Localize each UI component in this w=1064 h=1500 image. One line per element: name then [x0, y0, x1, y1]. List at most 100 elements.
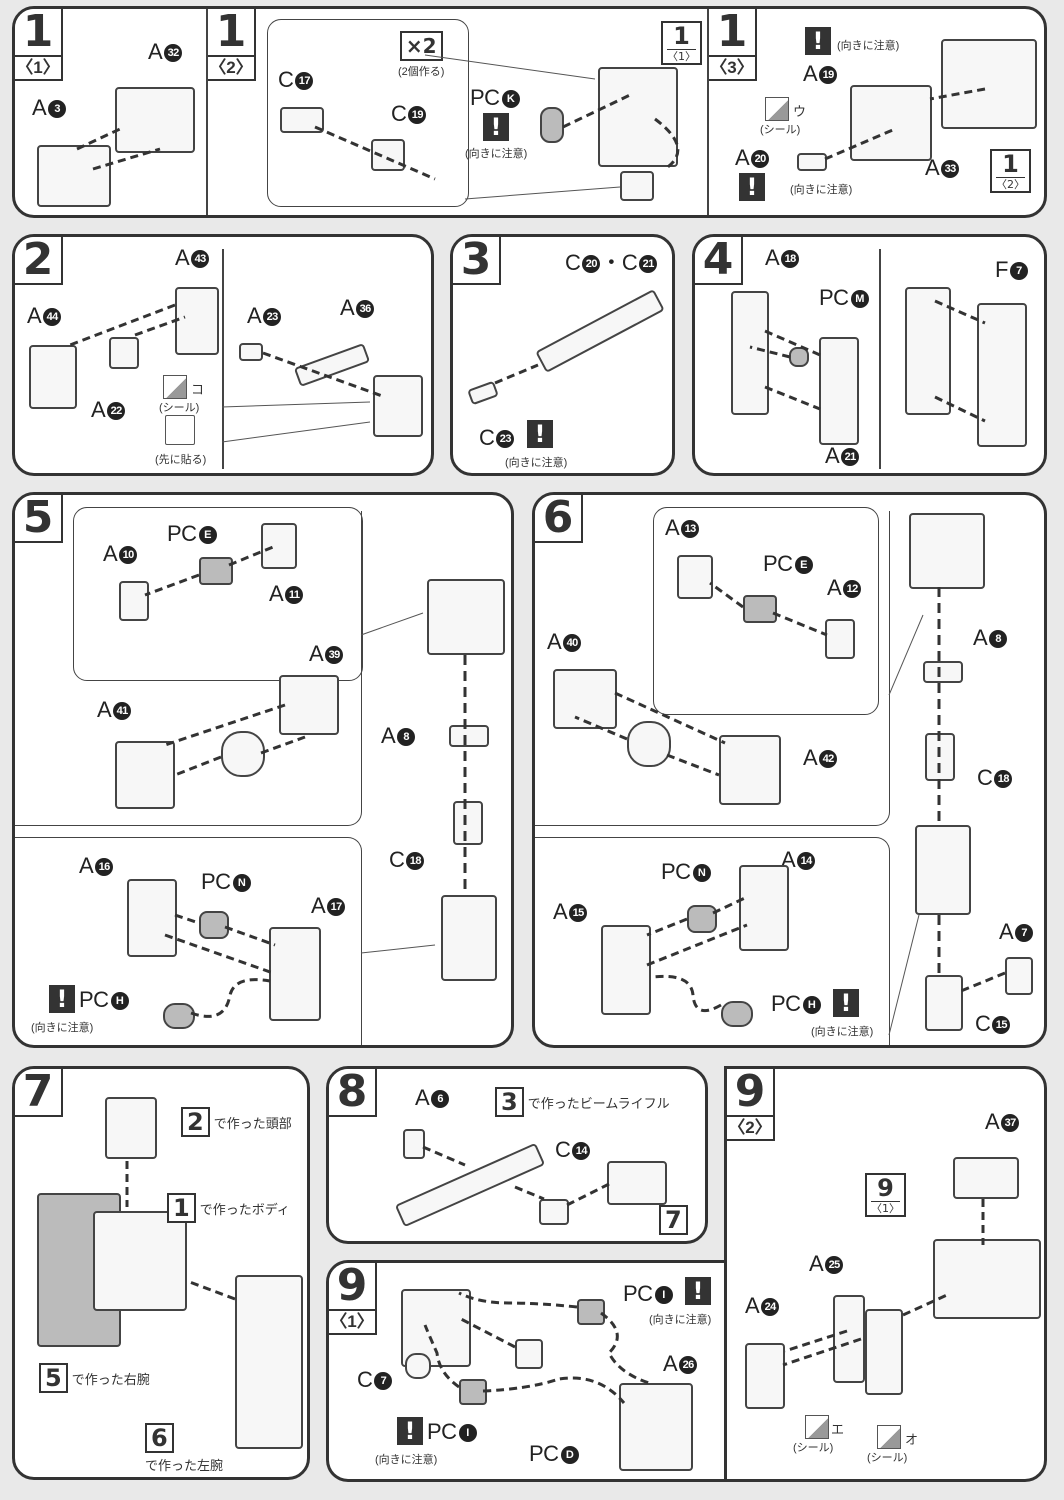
- part-a15-illustration: [601, 925, 651, 1015]
- caution-note: (向きに注意): [837, 40, 900, 52]
- part-pck-illustration: [540, 107, 564, 143]
- part-a7-illustration: [1005, 957, 1033, 995]
- ref-step-6-left-arm: 6 で作った左腕: [145, 1423, 223, 1474]
- caution-note: (向きに注意): [505, 457, 568, 469]
- caution-note: (向きに注意): [790, 184, 853, 196]
- assembly-arrows: [749, 299, 986, 423]
- divider: [707, 9, 709, 215]
- part-pce-illustration: [743, 595, 777, 623]
- ref-text: で作った右腕: [71, 1371, 150, 1387]
- step-number-2: 2: [15, 237, 63, 285]
- ref-box: 5: [39, 1363, 68, 1393]
- shoulder-joint-illustration: [221, 731, 265, 777]
- assembly-arrows: [824, 87, 986, 161]
- caution-note: (向きに注意): [31, 1022, 94, 1034]
- ref-step-2-head: 2 で作った頭部: [181, 1107, 292, 1137]
- part-a8-illustration: [923, 661, 963, 683]
- ref-box: 1: [167, 1193, 196, 1223]
- part-a10-illustration: [119, 581, 149, 621]
- caution-icon: !: [833, 989, 859, 1017]
- sticker-note: (シール): [159, 402, 200, 414]
- ref-step-5-right-arm: 5 で作った右腕: [39, 1363, 150, 1393]
- caution-note: (向きに注意): [649, 1314, 712, 1326]
- step-number: 9: [336, 1260, 368, 1311]
- sticker-mark: コ: [191, 382, 205, 397]
- part-pch-illustration: [721, 1001, 753, 1027]
- caution-icon: !: [49, 985, 75, 1013]
- part-a32-illustration: [115, 87, 195, 153]
- caution-note: (向きに注意): [465, 148, 528, 160]
- assembly-arrows: [494, 363, 539, 385]
- multiplier-note: (2個作る): [398, 66, 445, 78]
- sticker-mark: エ: [831, 1422, 845, 1437]
- shoulder-joint-illustration: [627, 721, 671, 767]
- step-number-1-2: 1 〈2〉: [208, 9, 256, 81]
- caution-icon: !: [397, 1417, 423, 1445]
- assembly-arrows: [144, 545, 467, 1018]
- divider: [879, 249, 881, 469]
- part-a24-illustration: [745, 1343, 785, 1409]
- part-pch-illustration: [163, 1003, 195, 1029]
- ref-text: で作ったボディ: [199, 1201, 290, 1217]
- substep-number: 〈1〉: [15, 55, 61, 79]
- step-number: 5: [22, 492, 54, 543]
- shield-inner-illustration: [905, 287, 951, 415]
- part-a23-illustration: [239, 343, 263, 361]
- divider: [206, 9, 208, 215]
- step-7-panel: 7 2 で作った頭部 1 で作ったボディ 5 で作った右腕 6 で作った左腕: [12, 1066, 310, 1480]
- assembly-arrows: [125, 1161, 236, 1301]
- ref-step-9-1: 9〈1〉: [865, 1173, 906, 1217]
- sticker-note: (シール): [793, 1442, 834, 1454]
- part-a13-illustration: [677, 555, 713, 599]
- assembly-arrows: [69, 303, 386, 443]
- part-a37-illustration: [953, 1157, 1019, 1199]
- apply-first-icon: [165, 415, 195, 445]
- substep-number: 〈2〉: [208, 55, 254, 79]
- step-number: 1: [215, 6, 247, 57]
- divider: [222, 249, 224, 469]
- head-illustration: [105, 1097, 157, 1159]
- part-a42-illustration: [719, 735, 781, 805]
- step-number: 7: [22, 1066, 54, 1117]
- step-number: 2: [22, 234, 54, 285]
- part-a19-a33-illustration: [850, 85, 932, 161]
- step-number: 4: [702, 234, 734, 285]
- ref-step-1-body: 1 で作ったボディ: [167, 1193, 290, 1223]
- ref-box: 7: [659, 1205, 688, 1235]
- step-number: 8: [336, 1066, 368, 1117]
- forearm-illustration: [915, 825, 971, 915]
- assembly-arrows: [423, 1291, 650, 1404]
- ref-step-7: 7: [659, 1205, 688, 1235]
- ref-text: で作った左腕: [145, 1458, 224, 1473]
- part-a18-illustration: [731, 291, 769, 415]
- ref-box: 9〈1〉: [865, 1173, 906, 1217]
